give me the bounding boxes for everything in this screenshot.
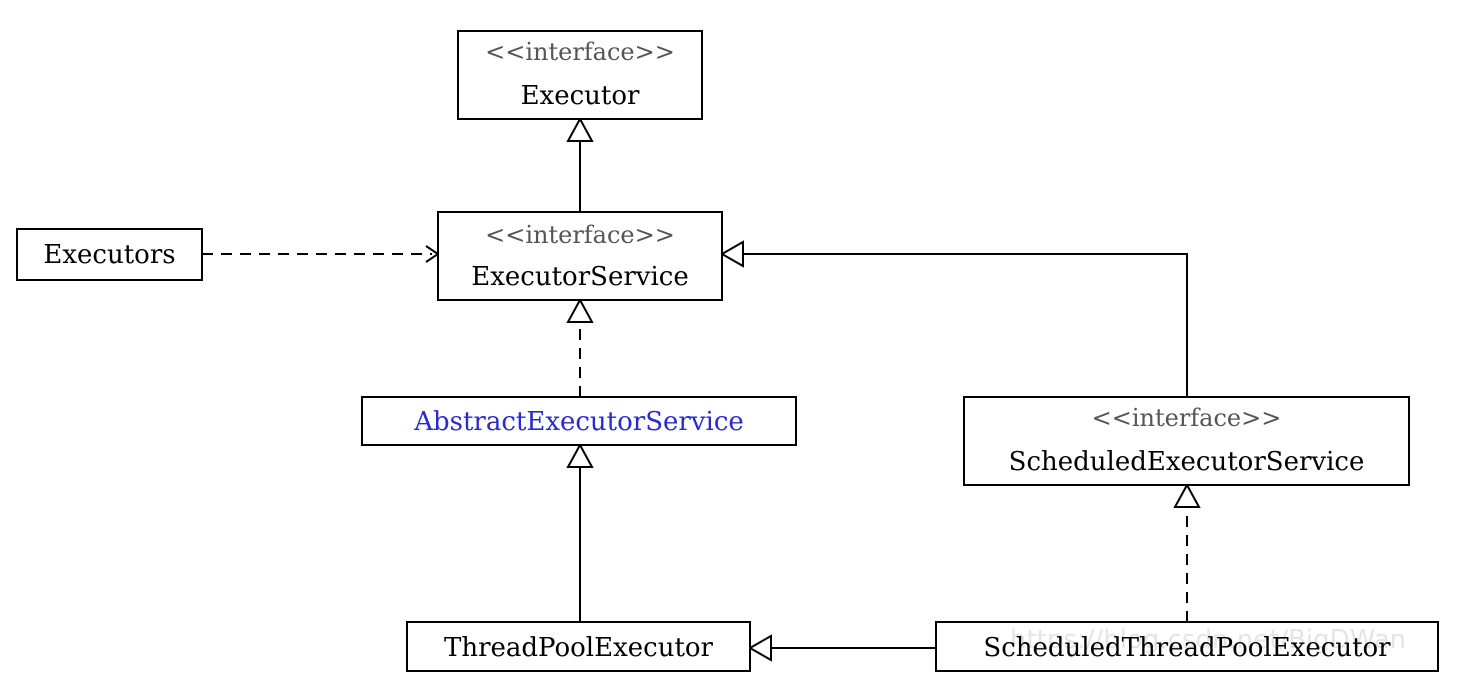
edge-scheduledthreadpoolexecutor-extends-threadpoolexecutor — [747, 634, 936, 662]
realization-arrowhead — [566, 297, 594, 323]
class-name: ThreadPoolExecutor — [444, 633, 714, 663]
class-name: Executors — [43, 240, 175, 270]
edge-executorservice-extends-executor — [566, 116, 594, 212]
generalization-arrowhead — [719, 240, 744, 268]
class-name: ScheduledThreadPoolExecutor — [983, 633, 1391, 663]
class-name: ScheduledExecutorService — [1009, 447, 1365, 477]
class-name: Executor — [521, 81, 640, 111]
realization-arrowhead — [1173, 482, 1201, 508]
edge-executors-depends-executorservice — [202, 245, 440, 263]
class-box-executor: <<interface>> Executor — [457, 30, 703, 120]
class-box-scheduled-thread-pool-executor: ScheduledThreadPoolExecutor — [935, 621, 1439, 672]
class-box-executor-service: <<interface>> ExecutorService — [437, 211, 723, 301]
edge-threadpoolexecutor-extends-abstractexecutorservice — [566, 442, 594, 622]
class-box-executors: Executors — [16, 228, 203, 281]
edge-scheduledthreadpoolexecutor-implements-scheduledexecutorservice — [1173, 482, 1201, 622]
class-box-scheduled-executor-service: <<interface>> ScheduledExecutorService — [963, 396, 1410, 486]
class-name: AbstractExecutorService — [413, 407, 744, 437]
class-name: ExecutorService — [471, 262, 688, 292]
stereotype-label: <<interface>> — [485, 38, 675, 66]
generalization-arrowhead — [566, 442, 594, 468]
stereotype-label: <<interface>> — [1092, 404, 1282, 432]
edge-abstractexecutorservice-implements-executorservice — [566, 297, 594, 397]
class-box-thread-pool-executor: ThreadPoolExecutor — [406, 621, 751, 672]
stereotype-label: <<interface>> — [485, 221, 675, 249]
watermark-text: https://blog.csdn.net/BigDWan — [1010, 625, 1406, 655]
generalization-arrowhead — [747, 634, 772, 662]
generalization-arrowhead — [566, 116, 594, 142]
class-box-abstract-executor-service: AbstractExecutorService — [361, 396, 797, 446]
edge-scheduledexecutorservice-extends-executorservice — [719, 240, 1188, 397]
edges — [202, 116, 1201, 662]
